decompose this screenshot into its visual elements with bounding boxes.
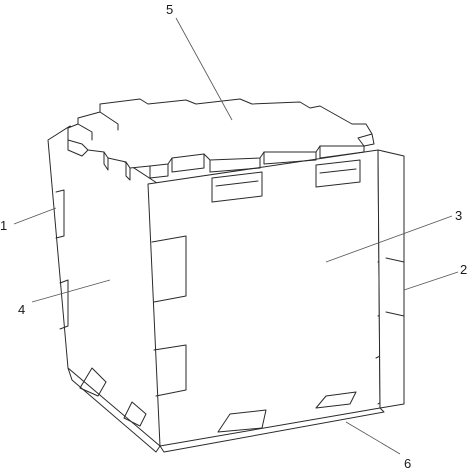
- leader-3: [325, 215, 453, 263]
- leader-6: [345, 421, 401, 455]
- leader-1: [13, 207, 57, 225]
- label-2: 2: [460, 262, 467, 277]
- top-lid: [67, 98, 375, 181]
- right-side-panel: [377, 149, 405, 409]
- left-side-panel: [47, 125, 161, 453]
- front-panel: [147, 149, 387, 453]
- leader-lines: [13, 17, 459, 455]
- label-3: 3: [455, 208, 462, 223]
- label-1: 1: [0, 218, 7, 233]
- label-6: 6: [404, 456, 411, 471]
- label-5: 5: [166, 2, 173, 17]
- leader-5: [175, 17, 233, 121]
- label-4: 4: [18, 302, 25, 317]
- leader-2: [403, 271, 459, 291]
- leader-4: [31, 279, 111, 303]
